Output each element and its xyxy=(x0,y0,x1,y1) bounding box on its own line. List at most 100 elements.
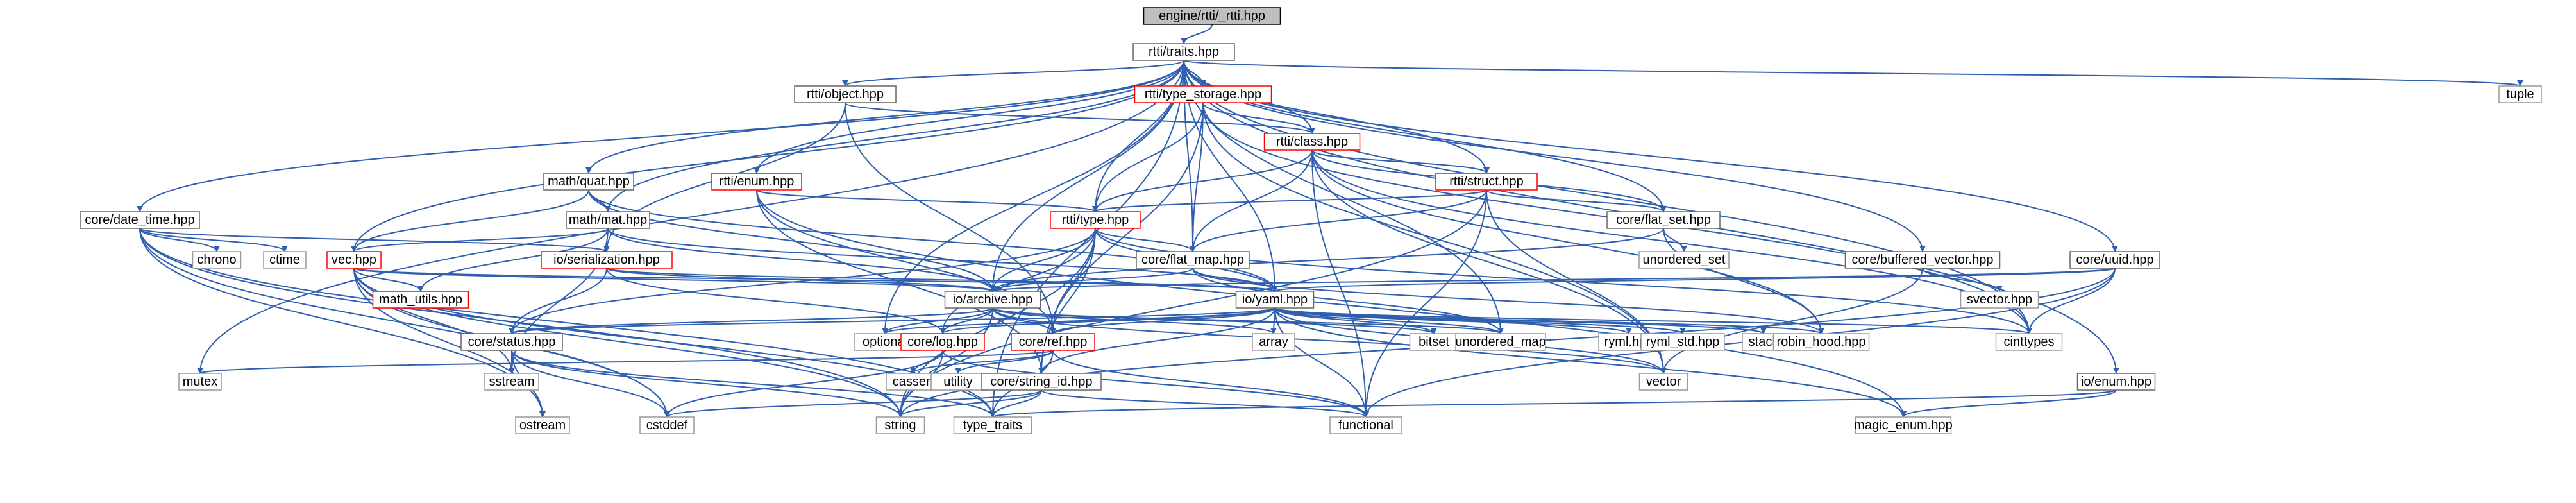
edge-mat-to-archive xyxy=(607,228,996,292)
node-label: unordered_set xyxy=(1643,253,1726,267)
node-struct[interactable]: rtti/struct.hpp xyxy=(1435,173,1538,191)
edge-ref-to-cassert xyxy=(910,350,1054,374)
node-mat[interactable]: math/mat.hpp xyxy=(566,211,650,229)
node-box xyxy=(1329,416,1402,434)
node-label: core/uuid.hpp xyxy=(2076,253,2153,267)
node-box xyxy=(1435,173,1538,191)
node-io-enum[interactable]: io/enum.hpp xyxy=(2076,373,2156,391)
node-vec[interactable]: vec.hpp xyxy=(326,251,382,269)
node-svector[interactable]: svector.hpp xyxy=(1960,291,2039,309)
node-label: rtti/traits.hpp xyxy=(1149,45,1219,59)
node-box xyxy=(1640,333,1725,351)
node-box xyxy=(80,211,200,229)
node-root[interactable]: engine/rtti/_rtti.hpp xyxy=(1143,7,1281,25)
node-type-storage[interactable]: rtti/type_storage.hpp xyxy=(1134,85,1272,103)
node-string-id[interactable]: core/string_id.hpp xyxy=(981,373,1102,391)
node-label: unordered_map xyxy=(1455,335,1545,349)
edge-traits-to-date-time xyxy=(137,60,1184,212)
node-robin-hood[interactable]: robin_hood.hpp xyxy=(1772,333,1870,351)
node-box xyxy=(1995,333,2063,351)
node-ref[interactable]: core/ref.hpp xyxy=(1011,333,1095,351)
node-label: optional xyxy=(863,335,907,349)
node-cinttypes[interactable]: cinttypes xyxy=(1995,333,2063,351)
node-yaml[interactable]: io/yaml.hpp xyxy=(1235,291,1315,309)
node-bitset[interactable]: bitset xyxy=(1409,333,1459,351)
edge-traits-to-mutex xyxy=(197,60,1184,374)
node-functional[interactable]: functional xyxy=(1329,416,1402,434)
node-box xyxy=(1252,333,1295,351)
node-magic-enum[interactable]: magic_enum.hpp xyxy=(1854,416,1953,434)
edge-class-to-struct xyxy=(1311,149,1490,174)
node-label: vector xyxy=(1646,375,1681,389)
edge-root-to-traits xyxy=(1181,24,1213,44)
node-box xyxy=(639,416,695,434)
node-string[interactable]: string xyxy=(875,416,925,434)
node-box xyxy=(953,416,1032,434)
edge-vec-to-archive xyxy=(353,268,996,292)
node-enum[interactable]: rtti/enum.hpp xyxy=(711,173,802,191)
node-flat-set[interactable]: core/flat_set.hpp xyxy=(1606,211,1721,229)
edge-type-storage-to-type xyxy=(1092,102,1204,212)
edge-io-enum-to-magic-enum xyxy=(1900,389,2117,418)
node-flat-map[interactable]: core/flat_map.hpp xyxy=(1136,251,1250,269)
node-label: ryml_std.hpp xyxy=(1646,335,1720,349)
edge-type-to-flat-map xyxy=(1095,228,1196,252)
node-quat[interactable]: math/quat.hpp xyxy=(543,173,634,191)
node-tuple[interactable]: tuple xyxy=(2498,85,2542,103)
edge-yaml-to-unordered-map xyxy=(1274,307,1504,334)
node-date-time[interactable]: core/date_time.hpp xyxy=(80,211,200,229)
node-box xyxy=(1132,43,1235,61)
edge-quat-to-vec xyxy=(351,189,589,252)
node-class[interactable]: rtti/class.hpp xyxy=(1263,133,1361,151)
node-box xyxy=(1638,251,1730,269)
node-box xyxy=(460,333,563,351)
edge-class-to-functional xyxy=(1311,149,1369,418)
node-box xyxy=(1455,333,1546,351)
node-status[interactable]: core/status.hpp xyxy=(460,333,563,351)
node-vector[interactable]: vector xyxy=(1638,373,1688,391)
edges-layer xyxy=(137,24,2523,418)
edge-type-storage-to-vector xyxy=(1202,102,1667,374)
edge-traits-to-buffered-vector xyxy=(1183,60,1926,252)
edge-yaml-to-bitset xyxy=(1274,307,1437,334)
node-box xyxy=(543,173,634,191)
node-label: io/serialization.hpp xyxy=(553,253,660,267)
node-utility[interactable]: utility xyxy=(930,373,986,391)
node-type[interactable]: rtti/type.hpp xyxy=(1050,211,1141,229)
node-unordered-map[interactable]: unordered_map xyxy=(1455,333,1546,351)
node-label: cinttypes xyxy=(2004,335,2055,349)
node-label: magic_enum.hpp xyxy=(1854,418,1952,432)
node-label: core/date_time.hpp xyxy=(85,213,194,227)
node-array[interactable]: array xyxy=(1252,333,1295,351)
node-chrono[interactable]: chrono xyxy=(192,251,242,269)
edge-traits-to-vec xyxy=(351,60,1184,252)
edge-struct-to-flat-map xyxy=(1190,189,1487,252)
node-box xyxy=(2076,373,2156,391)
edge-archive-to-unordered-map xyxy=(992,307,1504,334)
edge-flat-set-to-robin-hood xyxy=(1663,228,1824,334)
edge-type-to-status xyxy=(509,228,1096,334)
node-cstddef[interactable]: cstddef xyxy=(639,416,695,434)
node-unordered-set[interactable]: unordered_set xyxy=(1638,251,1730,269)
node-ctime[interactable]: ctime xyxy=(263,251,307,269)
node-log[interactable]: core/log.hpp xyxy=(900,333,985,351)
node-box xyxy=(1136,251,1250,269)
node-serialization[interactable]: io/serialization.hpp xyxy=(541,251,673,269)
node-uuid[interactable]: core/uuid.hpp xyxy=(2069,251,2160,269)
node-traits[interactable]: rtti/traits.hpp xyxy=(1132,43,1235,61)
node-buffered-vector[interactable]: core/buffered_vector.hpp xyxy=(1844,251,2001,269)
edge-quat-to-yaml xyxy=(588,189,1278,292)
node-mutex[interactable]: mutex xyxy=(178,373,222,391)
node-type-traits[interactable]: type_traits xyxy=(953,416,1032,434)
edge-mat-to-yaml xyxy=(607,228,1278,292)
node-ostream[interactable]: ostream xyxy=(515,416,570,434)
node-sstream[interactable]: sstream xyxy=(484,373,539,391)
node-ryml-std[interactable]: ryml_std.hpp xyxy=(1640,333,1725,351)
node-math-utils[interactable]: math_utils.hpp xyxy=(372,291,469,309)
node-label: core/status.hpp xyxy=(468,335,556,349)
node-object[interactable]: rtti/object.hpp xyxy=(794,85,897,103)
node-archive[interactable]: io/archive.hpp xyxy=(944,291,1041,309)
node-label: core/flat_set.hpp xyxy=(1616,213,1711,227)
edge-string-id-to-string xyxy=(897,389,1042,418)
node-label: ctime xyxy=(269,253,300,267)
